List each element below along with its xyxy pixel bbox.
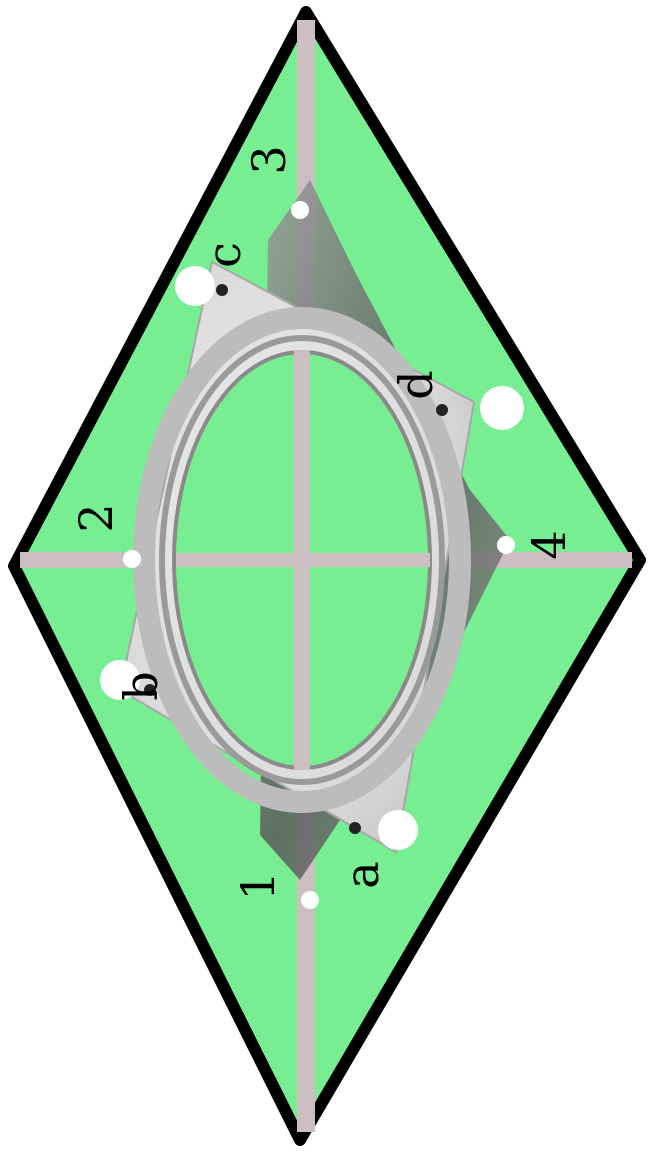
label-corner-3: 3 <box>242 145 296 174</box>
label-corner-4: 4 <box>522 530 576 559</box>
plate-screw-a <box>349 822 361 834</box>
horizontal-bar-center <box>176 553 430 567</box>
label-plate-c: c <box>197 242 251 268</box>
label-plate-d: d <box>389 370 443 399</box>
hole-near-d <box>480 386 524 430</box>
plate-screw-d <box>436 404 448 416</box>
hole-near-4 <box>497 536 515 554</box>
label-corner-1: 1 <box>231 871 285 900</box>
hole-near-3 <box>291 201 309 219</box>
hole-near-2 <box>123 550 141 568</box>
label-plate-b: b <box>114 671 168 700</box>
label-plate-a: a <box>335 861 389 888</box>
label-corner-2: 2 <box>69 503 123 532</box>
plate-screw-c <box>216 284 228 296</box>
hole-near-1 <box>301 891 319 909</box>
hole-near-a <box>378 810 418 850</box>
hole-near-c <box>175 266 215 306</box>
